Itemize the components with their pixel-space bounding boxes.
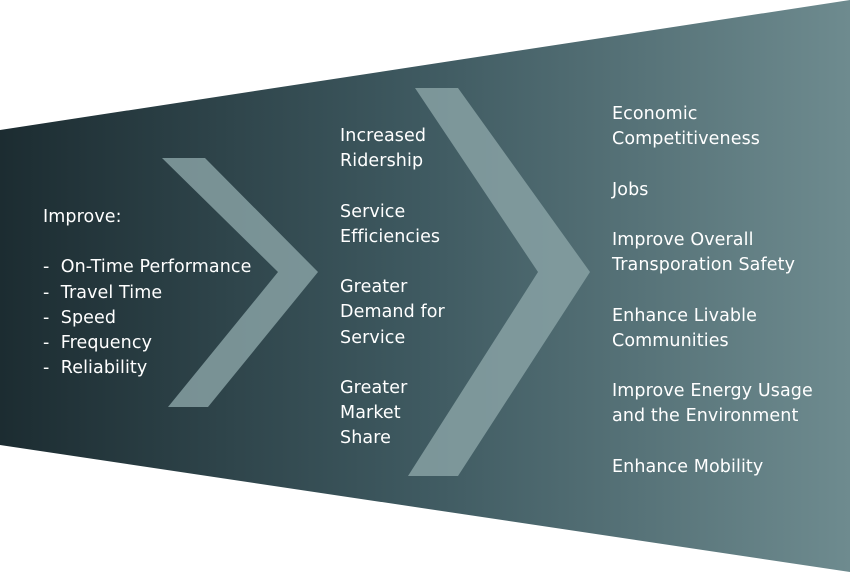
improve-heading: Improve: (43, 207, 122, 227)
benefit-jobs: Jobs (612, 179, 649, 200)
right-column: Economic Competitiveness Jobs Improve Ov… (612, 102, 844, 505)
bullet-reliability: - Reliability (43, 358, 148, 379)
chevron-arrow-2 (408, 88, 590, 476)
benefit-mobility: Enhance Mobility (612, 456, 764, 477)
middle-column: Increased Ridership Service Efficiencies… (340, 124, 490, 477)
outcome-increased-ridership: Increased Ridership (340, 126, 427, 172)
bullet-frequency: - Frequency (43, 333, 153, 353)
outcome-service-efficiencies: Service Efficiencies (340, 201, 441, 247)
outcome-greater-market-share: Greater Market Share (340, 377, 408, 449)
bullet-travel-time: - Travel Time (43, 282, 163, 303)
benefit-economic-competitiveness: Economic Competitiveness (612, 104, 761, 150)
benefit-livable-communities: Enhance Livable Communities (612, 305, 757, 351)
benefit-energy-environment: Improve Energy Usage and the Environment (612, 381, 813, 427)
chevron-arrow-1 (162, 158, 318, 407)
left-column: Improve: - On-Time Performance - Travel … (43, 205, 283, 381)
outcome-greater-demand: Greater Demand for Service (340, 277, 445, 348)
bullet-on-time-performance: - On-Time Performance (43, 257, 252, 278)
benefit-transportation-safety: Improve Overall Transporation Safety (612, 229, 796, 276)
bullet-speed: - Speed (43, 307, 117, 328)
